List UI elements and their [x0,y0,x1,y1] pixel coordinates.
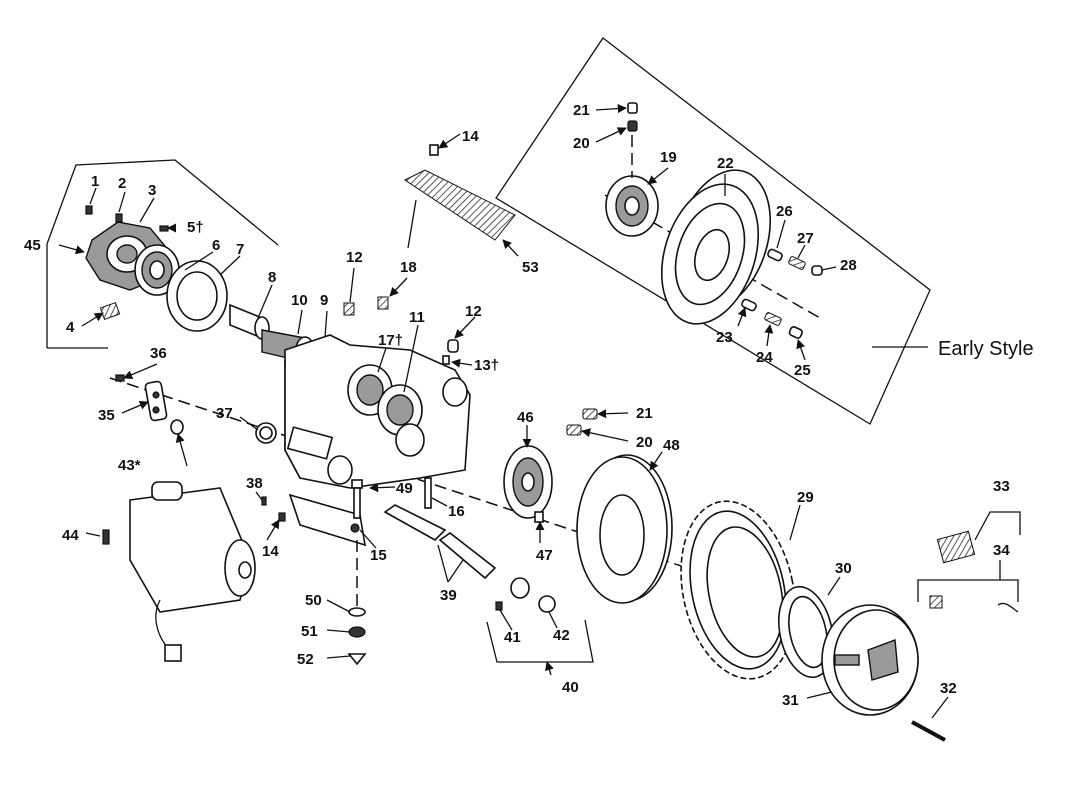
early-style-caption: Early Style [938,338,1034,360]
label-27: 27 [797,230,814,247]
label-3: 3 [148,182,156,199]
label-1: 1 [91,173,99,190]
label-53: 53 [522,259,539,276]
label-14a: 14 [462,128,479,145]
label-34: 34 [993,542,1010,559]
setscrews-right [566,408,598,436]
label-48: 48 [663,437,680,454]
parts-35-37 [115,374,277,444]
label-19: 19 [660,149,677,166]
label-20a: 20 [573,135,590,152]
label-30: 30 [835,560,852,577]
label-44: 44 [62,527,79,544]
label-29: 29 [797,489,814,506]
label-4: 4 [66,319,75,336]
label-14b: 14 [262,543,279,560]
label-22: 22 [717,155,734,172]
label-18: 18 [400,259,417,276]
label-46: 46 [517,409,534,426]
label-9: 9 [320,292,328,309]
part-15-bracket [288,493,367,547]
part-7-plate [166,260,228,332]
label-50: 50 [305,592,322,609]
label-33: 33 [993,478,1010,495]
label-28: 28 [840,257,857,274]
group-40-kit [486,577,594,663]
early-style-frame [495,37,931,425]
early-hub [605,175,659,237]
parts-50-52-stack [347,540,367,666]
label-40: 40 [562,679,579,696]
part-number-labels: 1 2 3 5† 6 7 8 4 45 10 9 12 18 11 17† 12… [24,102,1010,709]
part-30-ring [778,585,834,679]
early-setscrews [627,102,638,178]
part-43-motor [102,481,256,662]
label-35: 35 [98,407,115,424]
bolts-16-49 [351,477,432,519]
label-23: 23 [716,329,733,346]
early-small-parts [741,248,823,339]
label-11: 11 [409,309,425,326]
label-25: 25 [794,362,811,379]
label-49: 49 [396,480,413,497]
label-21a: 21 [573,102,590,119]
part-46-hub [503,445,553,523]
part-32-screw [911,720,946,742]
part-6-bearing [134,244,180,296]
label-24: 24 [756,349,773,366]
part-48-drum [576,454,673,604]
part-9-housing [284,334,471,489]
label-52: 52 [297,651,314,668]
label-6: 6 [212,237,220,254]
part-29-tread [680,500,796,680]
early-drum [660,169,772,325]
leader-lines [58,104,949,719]
label-41: 41 [504,629,521,646]
label-17: 17† [378,332,403,349]
label-21b: 21 [636,405,653,422]
parts-33-34 [917,511,1021,613]
label-45: 45 [24,237,41,254]
label-39: 39 [440,587,457,604]
part-39-tubes [383,504,497,580]
label-2: 2 [118,175,126,192]
label-8: 8 [268,269,276,286]
label-43: 43* [118,457,141,474]
label-12b: 12 [465,303,482,320]
label-32: 32 [940,680,957,697]
label-12a: 12 [346,249,363,266]
label-13: 13† [474,357,499,374]
label-38: 38 [246,475,263,492]
early-style-group: Early Style [495,37,1034,425]
label-42: 42 [553,627,570,644]
label-5: 5† [187,219,204,236]
label-16: 16 [448,503,465,520]
label-36: 36 [150,345,167,362]
label-7: 7 [236,241,244,258]
group-45-bracket [46,159,279,349]
label-51: 51 [301,623,318,640]
label-20b: 20 [636,434,653,451]
label-31: 31 [782,692,799,709]
label-47: 47 [536,547,553,564]
part-31-chuck [821,604,919,716]
label-15: 15 [370,547,387,564]
label-37: 37 [216,405,233,422]
small-parts-center [261,296,459,522]
part-53-rail [404,144,516,241]
label-10: 10 [291,292,308,309]
label-26: 26 [776,203,793,220]
